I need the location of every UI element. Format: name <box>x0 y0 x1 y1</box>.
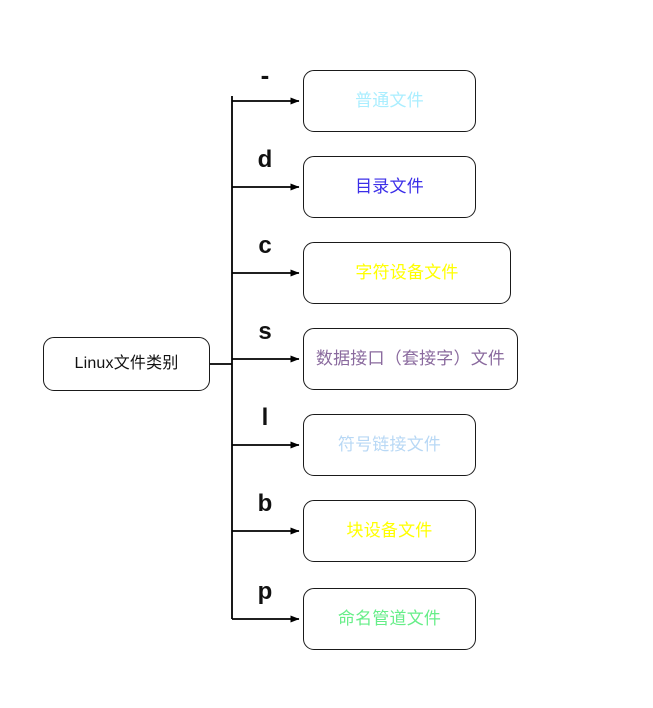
file-type-node-l: 符号链接文件 <box>303 414 476 476</box>
file-type-node-regular: 普通文件 <box>303 70 476 132</box>
file-type-node-s: 数据接口（套接字）文件 <box>303 328 518 390</box>
root-node: Linux文件类别 <box>43 337 210 391</box>
edge-label-l: l <box>261 404 269 431</box>
node-label: 符号链接文件 <box>337 434 442 454</box>
edge-label-s: s <box>258 318 272 345</box>
node-label: 目录文件 <box>355 176 424 196</box>
edge-label-c: c <box>258 232 272 259</box>
edge-label-d: d <box>257 146 273 173</box>
file-type-node-p: 命名管道文件 <box>303 588 476 650</box>
edge-label-dash: - <box>260 60 270 90</box>
node-label: 命名管道文件 <box>337 608 442 628</box>
edge-label-p: p <box>257 578 273 605</box>
node-label: 普通文件 <box>355 90 424 110</box>
file-type-node-d: 目录文件 <box>303 156 476 218</box>
file-type-node-b: 块设备文件 <box>303 500 476 562</box>
node-label: 块设备文件 <box>346 520 433 540</box>
node-label: Linux文件类别 <box>74 355 179 373</box>
file-type-node-c: 字符设备文件 <box>303 242 511 304</box>
node-label: 数据接口（套接字）文件 <box>315 348 506 368</box>
node-label: 字符设备文件 <box>355 262 459 282</box>
edge-label-b: b <box>257 490 273 517</box>
